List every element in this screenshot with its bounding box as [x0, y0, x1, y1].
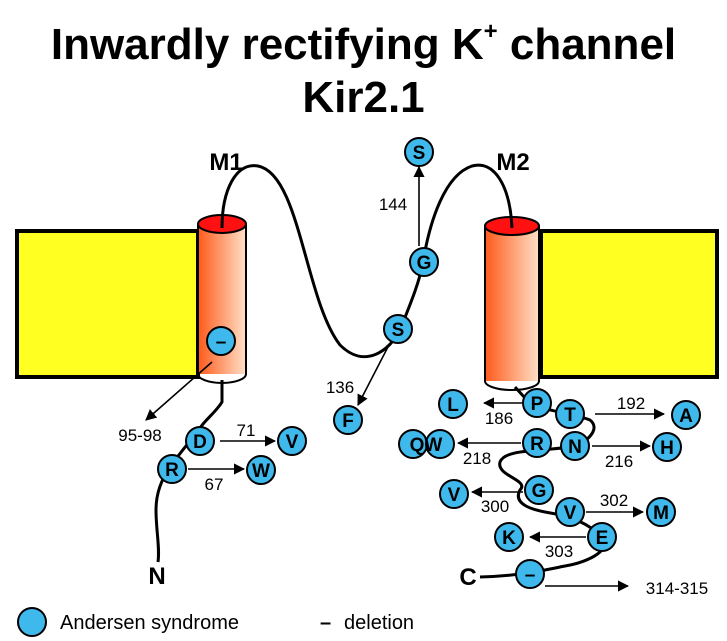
residue-letter-e303: E	[596, 528, 609, 549]
legend-andersen-label: Andersen syndrome	[60, 612, 239, 634]
residue-letter-m302: M	[653, 503, 669, 524]
residue-letter-h216: H	[660, 438, 674, 459]
num-300: 300	[481, 497, 509, 516]
label-m2: M2	[496, 149, 529, 176]
mutation-arrows	[145, 165, 666, 592]
residue-s-136	[383, 314, 413, 344]
residue-v-300	[439, 479, 469, 509]
residue-m-302	[646, 497, 676, 527]
residues	[157, 137, 701, 589]
n-terminus-label: N	[148, 563, 165, 590]
residue-m1-deletion	[206, 326, 236, 356]
residue-k-303	[494, 522, 524, 552]
residue-letter-qw218: QW	[410, 435, 443, 456]
residue-letter-g144: G	[417, 253, 432, 274]
num-192: 192	[617, 394, 645, 413]
title-line-1: Inwardly rectifying K+ channel	[0, 20, 727, 67]
residue-letter-w67: W	[252, 461, 270, 482]
residue-r-218	[522, 428, 552, 458]
title-end: channel	[497, 20, 677, 69]
num-186: 186	[485, 409, 513, 428]
num-314-315: 314-315	[646, 579, 708, 598]
residue-letter-p186: P	[531, 394, 544, 415]
residue-letter-c-deletion: –	[525, 565, 536, 586]
num-144: 144	[379, 195, 407, 214]
residue-letter-t192: T	[564, 405, 576, 426]
num-71: 71	[237, 421, 256, 440]
legend: Andersen syndrome – deletion	[17, 607, 414, 637]
residue-a-192	[671, 400, 701, 430]
num-218: 218	[463, 449, 491, 468]
residue-letter-n216: N	[568, 437, 582, 458]
residue-w-218	[425, 429, 455, 459]
residue-s-144-target	[404, 137, 434, 167]
num-303: 303	[545, 542, 573, 561]
residue-letter-l186: L	[447, 395, 459, 416]
title-line-2: Kir2.1	[302, 73, 425, 122]
residue-letter-g300: G	[532, 481, 547, 502]
residue-h-216	[652, 432, 682, 462]
title-superscript: +	[483, 18, 498, 45]
arrow-95-98	[145, 361, 213, 421]
residue-letter-s136: S	[392, 320, 405, 341]
residue-letter-m1-deletion: –	[216, 332, 227, 353]
num-136: 136	[326, 378, 354, 397]
c-terminus-label: C	[459, 564, 476, 591]
residue-f-136	[333, 405, 363, 435]
helix-m1	[197, 214, 247, 384]
residue-g-144	[409, 247, 439, 277]
residue-letter-v71: V	[286, 432, 299, 453]
membrane-right	[539, 229, 719, 379]
residue-letter-v302: V	[564, 503, 577, 524]
title-main: Inwardly rectifying K	[50, 20, 484, 69]
residue-g-300	[524, 475, 554, 505]
residue-w-67	[246, 455, 276, 485]
residue-n-216	[560, 431, 590, 461]
residue-p-186	[522, 388, 552, 418]
label-m1: M1	[209, 149, 242, 176]
residue-letter-k303: K	[502, 528, 516, 549]
residue-c-terminal-deletion	[515, 559, 545, 589]
legend-andersen-marker	[17, 607, 47, 637]
num-302: 302	[600, 491, 628, 510]
residue-v-302	[555, 497, 585, 527]
residue-v-71	[277, 426, 307, 456]
num-95-98: 95-98	[118, 426, 161, 445]
residue-letter-d71: D	[193, 432, 207, 453]
residue-letter-r218: R	[530, 434, 544, 455]
residue-letter-r67: R	[165, 460, 179, 481]
residue-e-303	[587, 522, 617, 552]
legend-deletion-label: deletion	[344, 612, 414, 634]
num-216: 216	[605, 452, 633, 471]
residue-t-192	[555, 399, 585, 429]
residue-letter-f136: F	[342, 411, 354, 432]
membrane-left	[15, 229, 200, 379]
residue-letter-v300: V	[448, 485, 461, 506]
arrow-136	[357, 342, 391, 406]
num-67: 67	[205, 475, 224, 494]
residue-letter-a192: A	[679, 406, 693, 427]
helix-m2	[484, 216, 540, 391]
residue-letters: – S G S F D V R W P L T A N H R QW G V V…	[165, 143, 693, 586]
residue-r-67	[157, 454, 187, 484]
residue-l-186	[438, 389, 468, 419]
residue-d-71	[185, 426, 215, 456]
residue-letter-s144-target: S	[413, 143, 426, 164]
legend-deletion-symbol: –	[320, 612, 331, 634]
